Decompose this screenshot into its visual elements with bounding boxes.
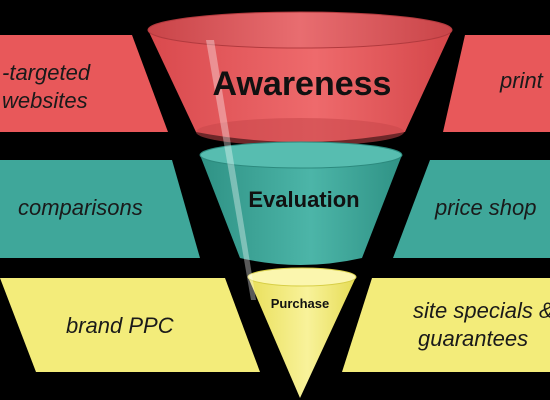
awareness-right-label: print xyxy=(499,68,544,93)
evaluation-band-right xyxy=(393,160,550,258)
funnel-evaluation-cup xyxy=(199,141,403,265)
stage-name-awareness: Awareness xyxy=(213,65,392,103)
stage-name-evaluation: Evaluation xyxy=(248,187,359,212)
funnel-awareness-cup xyxy=(147,11,453,146)
purchase-band-left xyxy=(0,278,260,372)
awareness-band-left xyxy=(0,35,168,132)
purchase-band-right xyxy=(342,278,550,372)
funnel-highlight xyxy=(206,40,256,300)
evaluation-left-label: comparisons xyxy=(18,195,143,220)
funnel-purchase-cone xyxy=(247,267,357,398)
evaluation-right-label: price shop xyxy=(434,195,537,220)
evaluation-band-left xyxy=(0,160,200,258)
awareness-left-label-line2: websites xyxy=(2,88,88,113)
stage-name-purchase: Purchase xyxy=(271,296,330,311)
awareness-band-right xyxy=(443,35,550,132)
purchase-left-label: brand PPC xyxy=(66,313,174,338)
purchase-right-label-line1: site specials & xyxy=(413,298,550,323)
purchase-right-label-line2: guarantees xyxy=(418,326,528,351)
awareness-left-label-line1: -targeted xyxy=(2,60,91,85)
